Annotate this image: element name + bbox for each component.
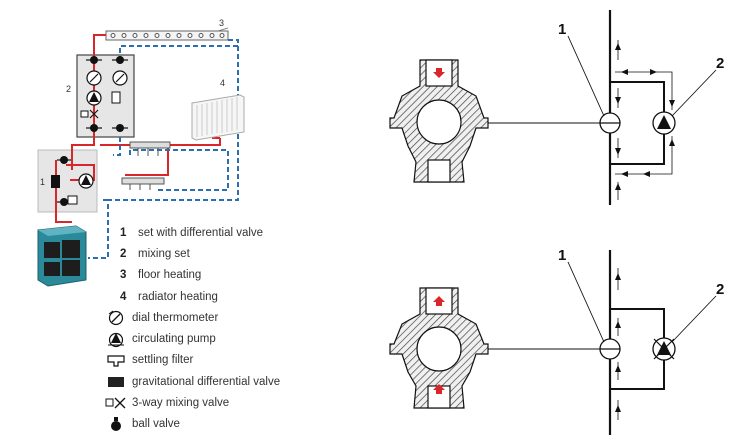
legend-item: 4 radiator heating — [104, 286, 364, 307]
flow-direction-arrows — [615, 43, 675, 190]
circulating-pump-icon — [104, 330, 128, 348]
legend-label: dial thermometer — [132, 311, 219, 324]
flow-direction-arrows — [615, 273, 621, 412]
return-pipes — [88, 39, 239, 259]
legend-label: mixing set — [138, 247, 190, 260]
valve-section-bottom — [389, 287, 600, 409]
legend-label: 3-way mixing valve — [132, 397, 230, 410]
differential-set-components — [51, 156, 94, 206]
distributor-rails — [121, 141, 171, 190]
flow-arrow-up-icon — [433, 384, 445, 394]
mixing-set-components — [80, 56, 128, 132]
callout-system-1: 1 — [40, 177, 45, 187]
system-schematic: 3 2 4 1 — [37, 18, 245, 287]
legend-label: gravitational differential valve — [132, 375, 281, 388]
legend-item: circulating pump — [104, 328, 364, 349]
manifold-ports — [110, 33, 225, 38]
legend-item: settling filter — [104, 350, 364, 371]
legend-number: 3 — [120, 269, 127, 282]
legend-number: 1 — [120, 226, 127, 239]
mixing-set-module — [76, 54, 135, 138]
legend-item: ball valve — [104, 414, 364, 435]
legend-item: 3 floor heating — [104, 265, 364, 286]
legend-item: 2 mixing set — [104, 243, 364, 264]
legend-item: 3-way mixing valve — [104, 392, 364, 413]
legend-label: radiator heating — [138, 290, 218, 303]
valve-section-top — [389, 59, 600, 183]
dial-thermometer-icon — [104, 309, 128, 327]
callout-detail-bottom-2: 2 — [716, 281, 724, 298]
legend-label: circulating pump — [132, 333, 216, 346]
flow-arrow-down-icon — [433, 68, 445, 78]
callout-system-2: 2 — [66, 84, 71, 94]
legend-item: 1 set with differential valve — [104, 222, 364, 243]
boiler — [37, 225, 87, 287]
flow-diagram-top — [567, 10, 717, 205]
settling-filter-icon — [104, 352, 128, 368]
callout-detail-bottom-1: 1 — [558, 247, 566, 264]
legend-label: floor heating — [138, 269, 202, 282]
legend-number: 2 — [120, 247, 127, 260]
flow-diagram-bottom — [567, 250, 717, 435]
callout-system-3: 3 — [219, 18, 224, 28]
legend-label: settling filter — [132, 354, 194, 367]
legend-item: dial thermometer — [104, 307, 364, 328]
radiator — [191, 94, 245, 141]
flow-arrow-up-icon — [433, 296, 445, 306]
callout-system-4: 4 — [220, 78, 225, 88]
legend-number: 4 — [120, 290, 127, 303]
mixing-valve-icon — [104, 396, 128, 410]
gravitational-valve-icon — [104, 375, 128, 389]
callout-detail-top-2: 2 — [716, 55, 724, 72]
legend-label: set with differential valve — [138, 226, 264, 239]
legend-item: gravitational differential valve — [104, 371, 364, 392]
legend-label: ball valve — [132, 418, 180, 431]
callout-detail-top-1: 1 — [558, 21, 566, 38]
ball-valve-icon — [104, 416, 128, 432]
legend: 1 set with differential valve 2 mixing s… — [104, 222, 364, 435]
